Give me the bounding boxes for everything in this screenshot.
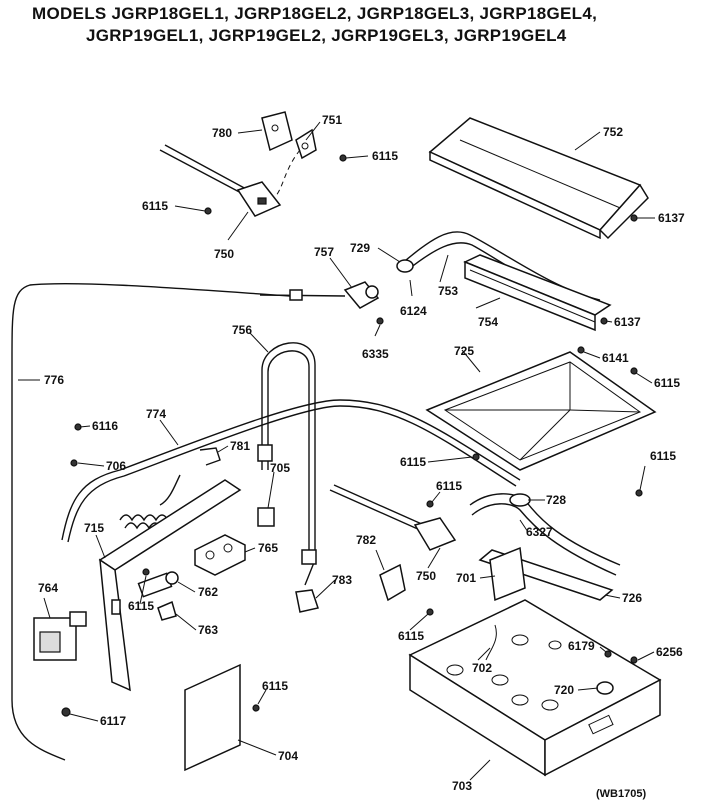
leader-dash-751	[264, 149, 301, 206]
label-6141: 6141	[602, 351, 629, 365]
part-725-drip-pan	[425, 351, 657, 471]
part-782-bracket	[379, 563, 406, 602]
label-728: 728	[546, 493, 566, 507]
label-6117: 6117	[100, 714, 126, 728]
part-781-electrode	[159, 447, 221, 506]
part-720-grommet	[596, 681, 614, 695]
part-757-valve-fitting	[343, 281, 380, 309]
label-6179: 6179	[568, 639, 595, 653]
part-776-gas-tube	[11, 282, 291, 761]
label-6115-c: 6115	[654, 376, 680, 390]
label-781: 781	[230, 439, 250, 453]
part-715-bracket	[98, 479, 242, 692]
label-6116: 6116	[92, 419, 118, 433]
label-705: 705	[270, 461, 290, 475]
part-751-clip	[295, 128, 317, 160]
part-number-labels: 780 751 752 6115 6115 750 6137 757 729 7…	[38, 113, 685, 793]
label-6115-g: 6115	[128, 599, 154, 613]
label-6335: 6335	[362, 347, 389, 361]
label-6115-a: 6115	[372, 149, 398, 163]
part-750-igniter-lower	[329, 484, 457, 551]
label-6115-e: 6115	[436, 479, 462, 493]
label-762: 762	[198, 585, 218, 599]
part-704-panel	[184, 663, 241, 772]
part-703-burner-box	[408, 599, 662, 777]
label-750-a: 750	[214, 247, 234, 261]
label-726: 726	[622, 591, 642, 605]
label-701: 701	[456, 571, 476, 585]
label-720: 720	[554, 683, 574, 697]
label-780: 780	[212, 126, 232, 140]
label-754: 754	[478, 315, 498, 329]
label-751: 751	[322, 113, 342, 127]
part-756-flex-loop	[257, 342, 317, 586]
label-702: 702	[472, 661, 492, 675]
label-725: 725	[454, 344, 474, 358]
label-756: 756	[232, 323, 252, 337]
part-765-valve	[194, 534, 246, 576]
label-774: 774	[146, 407, 166, 421]
label-6327: 6327	[526, 525, 553, 539]
label-706: 706	[106, 459, 126, 473]
label-6115-i: 6115	[262, 679, 288, 693]
label-6137-a: 6137	[658, 211, 685, 225]
part-729-orifice	[396, 259, 414, 273]
label-782: 782	[356, 533, 376, 547]
label-752: 752	[603, 125, 623, 139]
label-6115-f: 6115	[650, 449, 676, 463]
label-6115-h: 6115	[398, 629, 424, 643]
label-6124: 6124	[400, 304, 427, 318]
label-763: 763	[198, 623, 218, 637]
label-6115-d: 6115	[400, 455, 426, 469]
label-750-b: 750	[416, 569, 436, 583]
part-754-channel	[463, 254, 612, 332]
label-6256: 6256	[656, 645, 683, 659]
diagram-title-line-2: JGRP19GEL1, JGRP19GEL2, JGRP19GEL3, JGRP…	[86, 26, 567, 45]
label-715: 715	[84, 521, 104, 535]
diagram-reference-code: (WB1705)	[596, 788, 647, 800]
label-704: 704	[278, 749, 298, 763]
part-764-regulator	[33, 611, 87, 661]
part-783-regulator	[295, 589, 319, 613]
label-6115-b: 6115	[142, 199, 168, 213]
part-774-supply-line	[61, 399, 521, 543]
label-764: 764	[38, 581, 58, 595]
part-705-connector	[257, 507, 275, 527]
label-776: 776	[44, 373, 64, 387]
label-703: 703	[452, 779, 472, 793]
diagram-title-line-1: MODELS JGRP18GEL1, JGRP18GEL2, JGRP18GEL…	[32, 4, 598, 23]
label-729: 729	[350, 241, 370, 255]
part-728-burner-tube	[469, 493, 621, 576]
part-752-cover-plate	[428, 117, 649, 240]
part-762-fitting	[137, 571, 179, 598]
part-701-bracket	[489, 546, 526, 602]
part-702-slot	[485, 624, 497, 661]
part-763-clip	[157, 600, 177, 621]
label-765: 765	[258, 541, 278, 555]
label-783: 783	[332, 573, 352, 587]
part-780-bracket	[261, 111, 293, 152]
part-750-igniter-top	[159, 144, 282, 217]
label-6137-b: 6137	[614, 315, 641, 329]
label-757: 757	[314, 245, 334, 259]
leader-lines	[18, 121, 655, 781]
label-753: 753	[438, 284, 458, 298]
